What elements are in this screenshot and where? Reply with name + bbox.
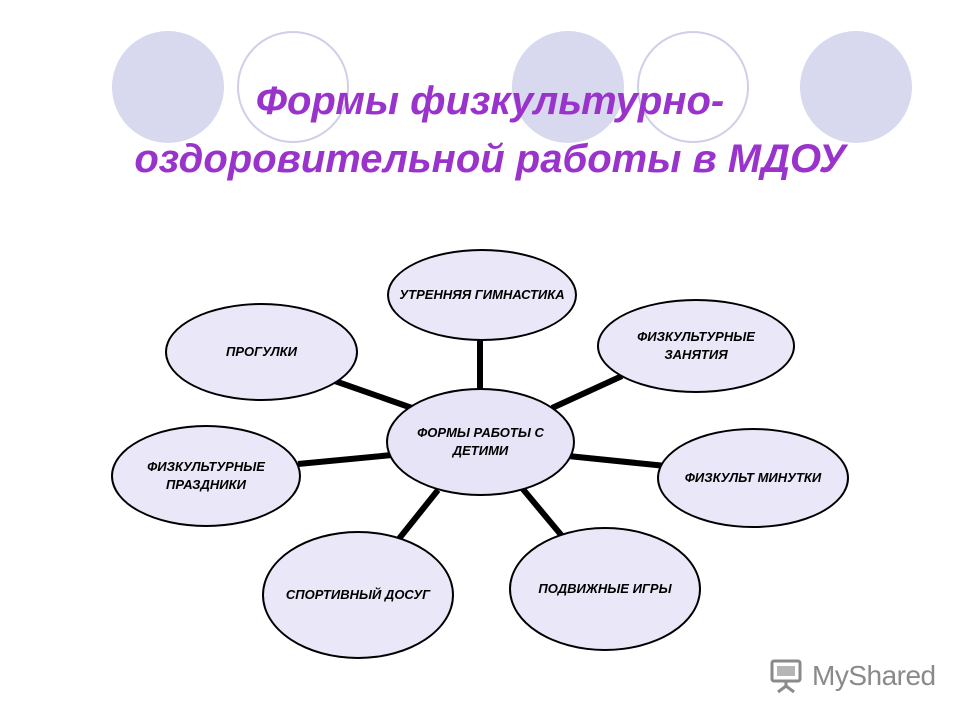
connector-minutes	[567, 453, 667, 469]
decor-circle-3	[512, 31, 624, 143]
node-center-forms: ФОРМЫ РАБОТЫ С ДЕТИМИ	[386, 388, 575, 496]
watermark-logo: MyShared	[766, 656, 936, 696]
node-pe-holidays: ФИЗКУЛЬТУРНЫЕ ПРАЗДНИКИ	[111, 425, 301, 527]
decor-circle-2	[237, 31, 349, 143]
connector-games	[519, 486, 565, 538]
connector-walks	[331, 377, 413, 411]
node-sports-leisure: СПОРТИВНЫЙ ДОСУГ	[262, 531, 454, 659]
slide-title: Формы физкультурно- оздоровительной рабо…	[60, 72, 920, 188]
presentation-icon	[770, 659, 802, 694]
connector-lessons	[550, 373, 624, 411]
watermark-text: MyShared	[812, 660, 936, 691]
node-outdoor-games: ПОДВИЖНЫЕ ИГРЫ	[509, 527, 701, 651]
decor-circle-5	[800, 31, 912, 143]
decor-circle-4	[637, 31, 749, 143]
node-pe-minutes: ФИЗКУЛЬТ МИНУТКИ	[657, 428, 849, 528]
node-walks: ПРОГУЛКИ	[165, 303, 358, 401]
connector-holidays	[297, 452, 393, 467]
node-pe-classes: ФИЗКУЛЬТУРНЫЕ ЗАНЯТИЯ	[597, 299, 795, 393]
title-line-2: оздоровительной работы в МДОУ	[134, 137, 846, 181]
decor-circle-1	[112, 31, 224, 143]
title-line-1: Формы физкультурно-	[255, 79, 725, 123]
connector-leisure	[395, 488, 441, 542]
node-morning-exercise: УТРЕННЯЯ ГИМНАСТИКА	[387, 249, 577, 341]
